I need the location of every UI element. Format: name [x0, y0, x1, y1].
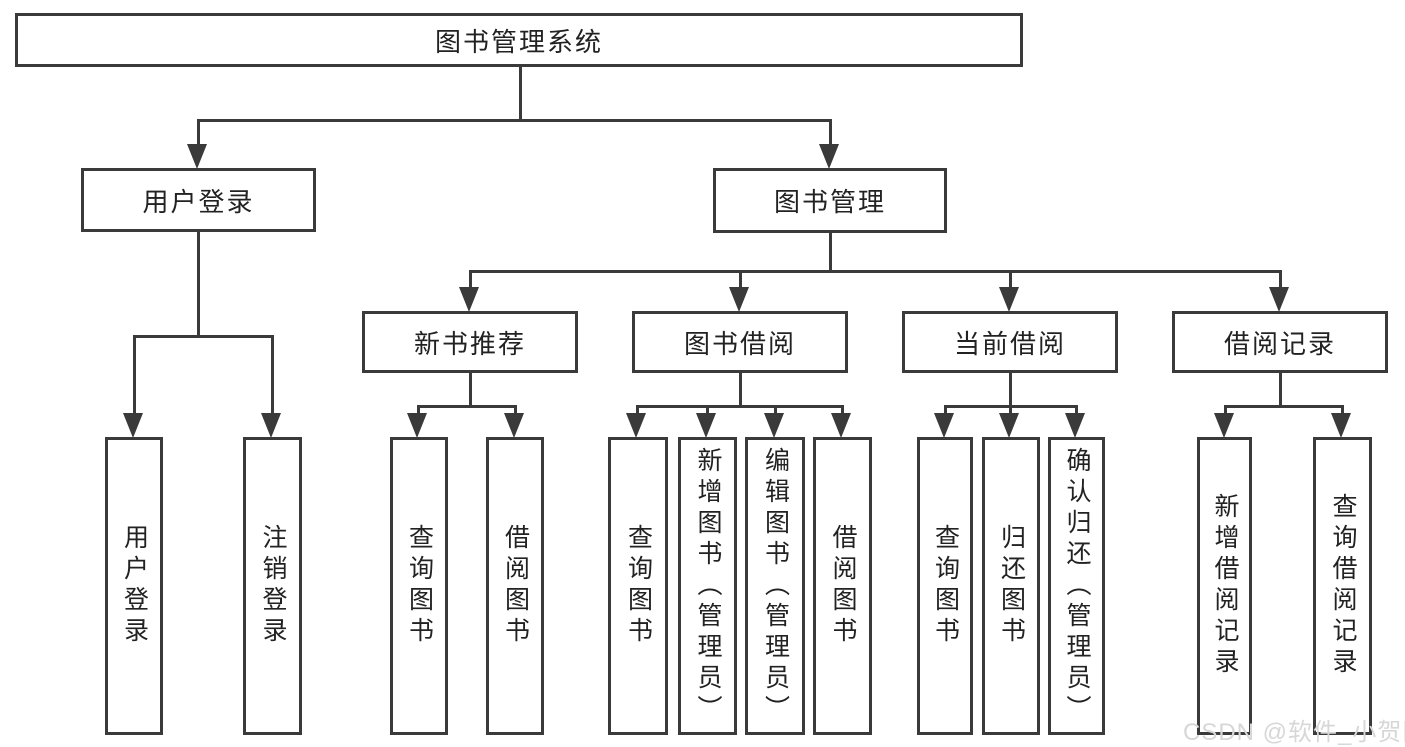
node-borrowing-records: 借阅记录	[1172, 311, 1388, 373]
connector-bookborrow-branch	[636, 405, 844, 408]
node-label: 图书管理系统	[434, 26, 603, 57]
node-label: 图书借阅	[683, 328, 796, 359]
connector-level2-branch	[197, 119, 832, 122]
connector-bookmgmt-trunk	[829, 233, 832, 270]
arrow-down-icon	[831, 413, 851, 438]
node-label: 新书推荐	[413, 328, 526, 359]
leaf-label: 查询图书	[405, 524, 434, 648]
connector-stem	[1224, 405, 1227, 415]
connector-stem	[514, 405, 517, 415]
arrow-down-icon	[187, 144, 207, 169]
arrow-down-icon	[626, 413, 646, 438]
connector-stem	[1009, 405, 1012, 415]
arrow-down-icon	[1065, 413, 1085, 438]
connector-stem	[774, 405, 777, 415]
leaf-borrow-books-borrow: 借阅图书	[813, 437, 872, 735]
leaf-query-books-newrec: 查询图书	[390, 437, 448, 735]
arrow-down-icon	[999, 413, 1019, 438]
leaf-label: 查询图书	[624, 524, 653, 648]
node-book-borrowing: 图书借阅	[632, 311, 848, 373]
connector-stem	[469, 270, 472, 290]
leaf-return-books: 归还图书	[982, 437, 1040, 735]
node-library-management-system: 图书管理系统	[15, 13, 1023, 67]
arrow-down-icon	[934, 413, 954, 438]
connector-root-trunk	[519, 67, 522, 119]
connector-stem	[1279, 270, 1282, 290]
arrow-down-icon	[459, 287, 479, 312]
node-label: 当前借阅	[953, 328, 1066, 359]
leaf-label: 归还图书	[997, 524, 1026, 648]
arrow-down-icon	[1214, 413, 1234, 438]
leaf-confirm-return-admin: 确认归还（管理员）	[1048, 437, 1105, 735]
leaf-label: 查询图书	[931, 524, 960, 648]
leaf-add-borrow-record: 新增借阅记录	[1197, 437, 1252, 735]
arrow-down-icon	[504, 413, 524, 438]
leaf-add-books-admin: 新增图书（管理员）	[678, 437, 737, 735]
node-label: 用户登录	[142, 186, 255, 217]
leaf-label: 借阅图书	[829, 524, 857, 648]
connector-stem	[1075, 405, 1078, 415]
connector-stem	[271, 335, 274, 415]
csdn-watermark: CSDN @软件_小贺同学	[1183, 719, 1405, 746]
connector-stem	[841, 405, 844, 415]
leaf-logout: 注销登录	[243, 437, 302, 735]
connector-records-trunk	[1279, 373, 1282, 405]
arrow-down-icon	[407, 413, 427, 438]
arrow-down-icon	[729, 287, 749, 312]
connector-stem	[417, 405, 420, 415]
arrow-down-icon	[764, 413, 784, 438]
leaf-label: 借阅图书	[501, 524, 530, 648]
leaf-label: 用户登录	[120, 524, 149, 648]
node-new-book-recommend: 新书推荐	[362, 311, 578, 373]
connector-userlogin-branch	[133, 335, 274, 338]
node-current-borrowing: 当前借阅	[902, 311, 1118, 373]
connector-stem	[197, 119, 200, 149]
arrow-down-icon	[123, 413, 143, 438]
leaf-user-login: 用户登录	[105, 437, 163, 735]
connector-records-branch	[1224, 405, 1344, 408]
connector-stem	[739, 270, 742, 290]
arrow-down-icon	[1269, 287, 1289, 312]
arrow-down-icon	[696, 413, 716, 438]
connector-newrec-trunk	[469, 373, 472, 405]
leaf-label: 新增图书（管理员）	[694, 446, 722, 726]
arrow-down-icon	[819, 144, 839, 169]
connector-stem	[706, 405, 709, 415]
leaf-edit-books-admin: 编辑图书（管理员）	[745, 437, 805, 735]
leaf-query-borrow-record: 查询借阅记录	[1313, 437, 1372, 735]
connector-newrec-branch	[417, 405, 517, 408]
leaf-label: 查询借阅记录	[1329, 493, 1357, 679]
connector-stem	[829, 119, 832, 149]
arrow-down-icon	[261, 413, 281, 438]
leaf-query-books-borrow: 查询图书	[608, 437, 668, 735]
connector-stem	[636, 405, 639, 415]
connector-level3-branch	[469, 270, 1282, 273]
leaf-label: 确认归还（管理员）	[1063, 446, 1091, 726]
arrow-down-icon	[999, 287, 1019, 312]
connector-stem	[1341, 405, 1344, 415]
connector-stem	[944, 405, 947, 415]
connector-bookborrow-trunk	[739, 373, 742, 405]
arrow-down-icon	[1331, 413, 1351, 438]
node-user-login: 用户登录	[81, 168, 316, 232]
leaf-query-books-current: 查询图书	[917, 437, 973, 735]
connector-currentborrow-trunk	[1009, 373, 1012, 405]
node-book-management: 图书管理	[713, 168, 947, 233]
node-label: 图书管理	[773, 187, 886, 217]
leaf-label: 注销登录	[259, 524, 287, 648]
connector-stem	[1009, 270, 1012, 290]
connector-userlogin-trunk	[197, 232, 200, 335]
leaf-label: 编辑图书（管理员）	[761, 446, 790, 726]
leaf-label: 新增借阅记录	[1211, 493, 1239, 679]
leaf-borrow-books-newrec: 借阅图书	[486, 437, 544, 735]
node-label: 借阅记录	[1223, 328, 1336, 359]
connector-stem	[133, 335, 136, 415]
